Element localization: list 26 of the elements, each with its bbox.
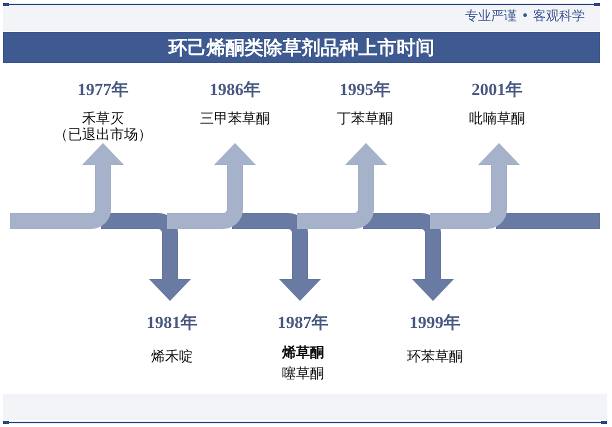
herbicide-name: 禾草灭 xyxy=(82,111,124,127)
arrow xyxy=(10,143,124,229)
year-label: 1977年 xyxy=(78,80,128,100)
arrow xyxy=(297,143,387,229)
arrow xyxy=(363,213,454,301)
herbicide-name: 三甲苯草酮 xyxy=(200,111,270,127)
year-label: 1986年 xyxy=(210,80,260,100)
year-label: 1987年 xyxy=(278,313,328,333)
herbicide-name: 丁苯草酮 xyxy=(337,111,393,127)
herbicide-name: 烯禾啶 xyxy=(151,349,193,365)
year-label: 1999年 xyxy=(410,313,460,333)
arrow xyxy=(167,143,256,229)
slogan-text: 专业严谨 • 客观科学 xyxy=(465,9,585,25)
herbicide-name: 吡喃草酮 xyxy=(469,111,525,127)
year-label: 2001年 xyxy=(472,80,522,100)
herbicide-name: 噻草酮 xyxy=(282,366,324,382)
year-label: 1981年 xyxy=(146,313,198,333)
year-label: 1995年 xyxy=(340,80,390,100)
title-banner: 环己烯酮类除草剂品种上市时间 xyxy=(3,32,600,63)
arrow xyxy=(232,213,321,301)
herbicide-name: 环苯草酮 xyxy=(407,349,463,365)
status-note: （已退出市场） xyxy=(54,127,152,143)
arrow xyxy=(101,213,191,301)
herbicide-name: 烯草酮 xyxy=(282,345,324,361)
timeline-bar xyxy=(496,213,600,229)
arrow xyxy=(430,143,520,229)
